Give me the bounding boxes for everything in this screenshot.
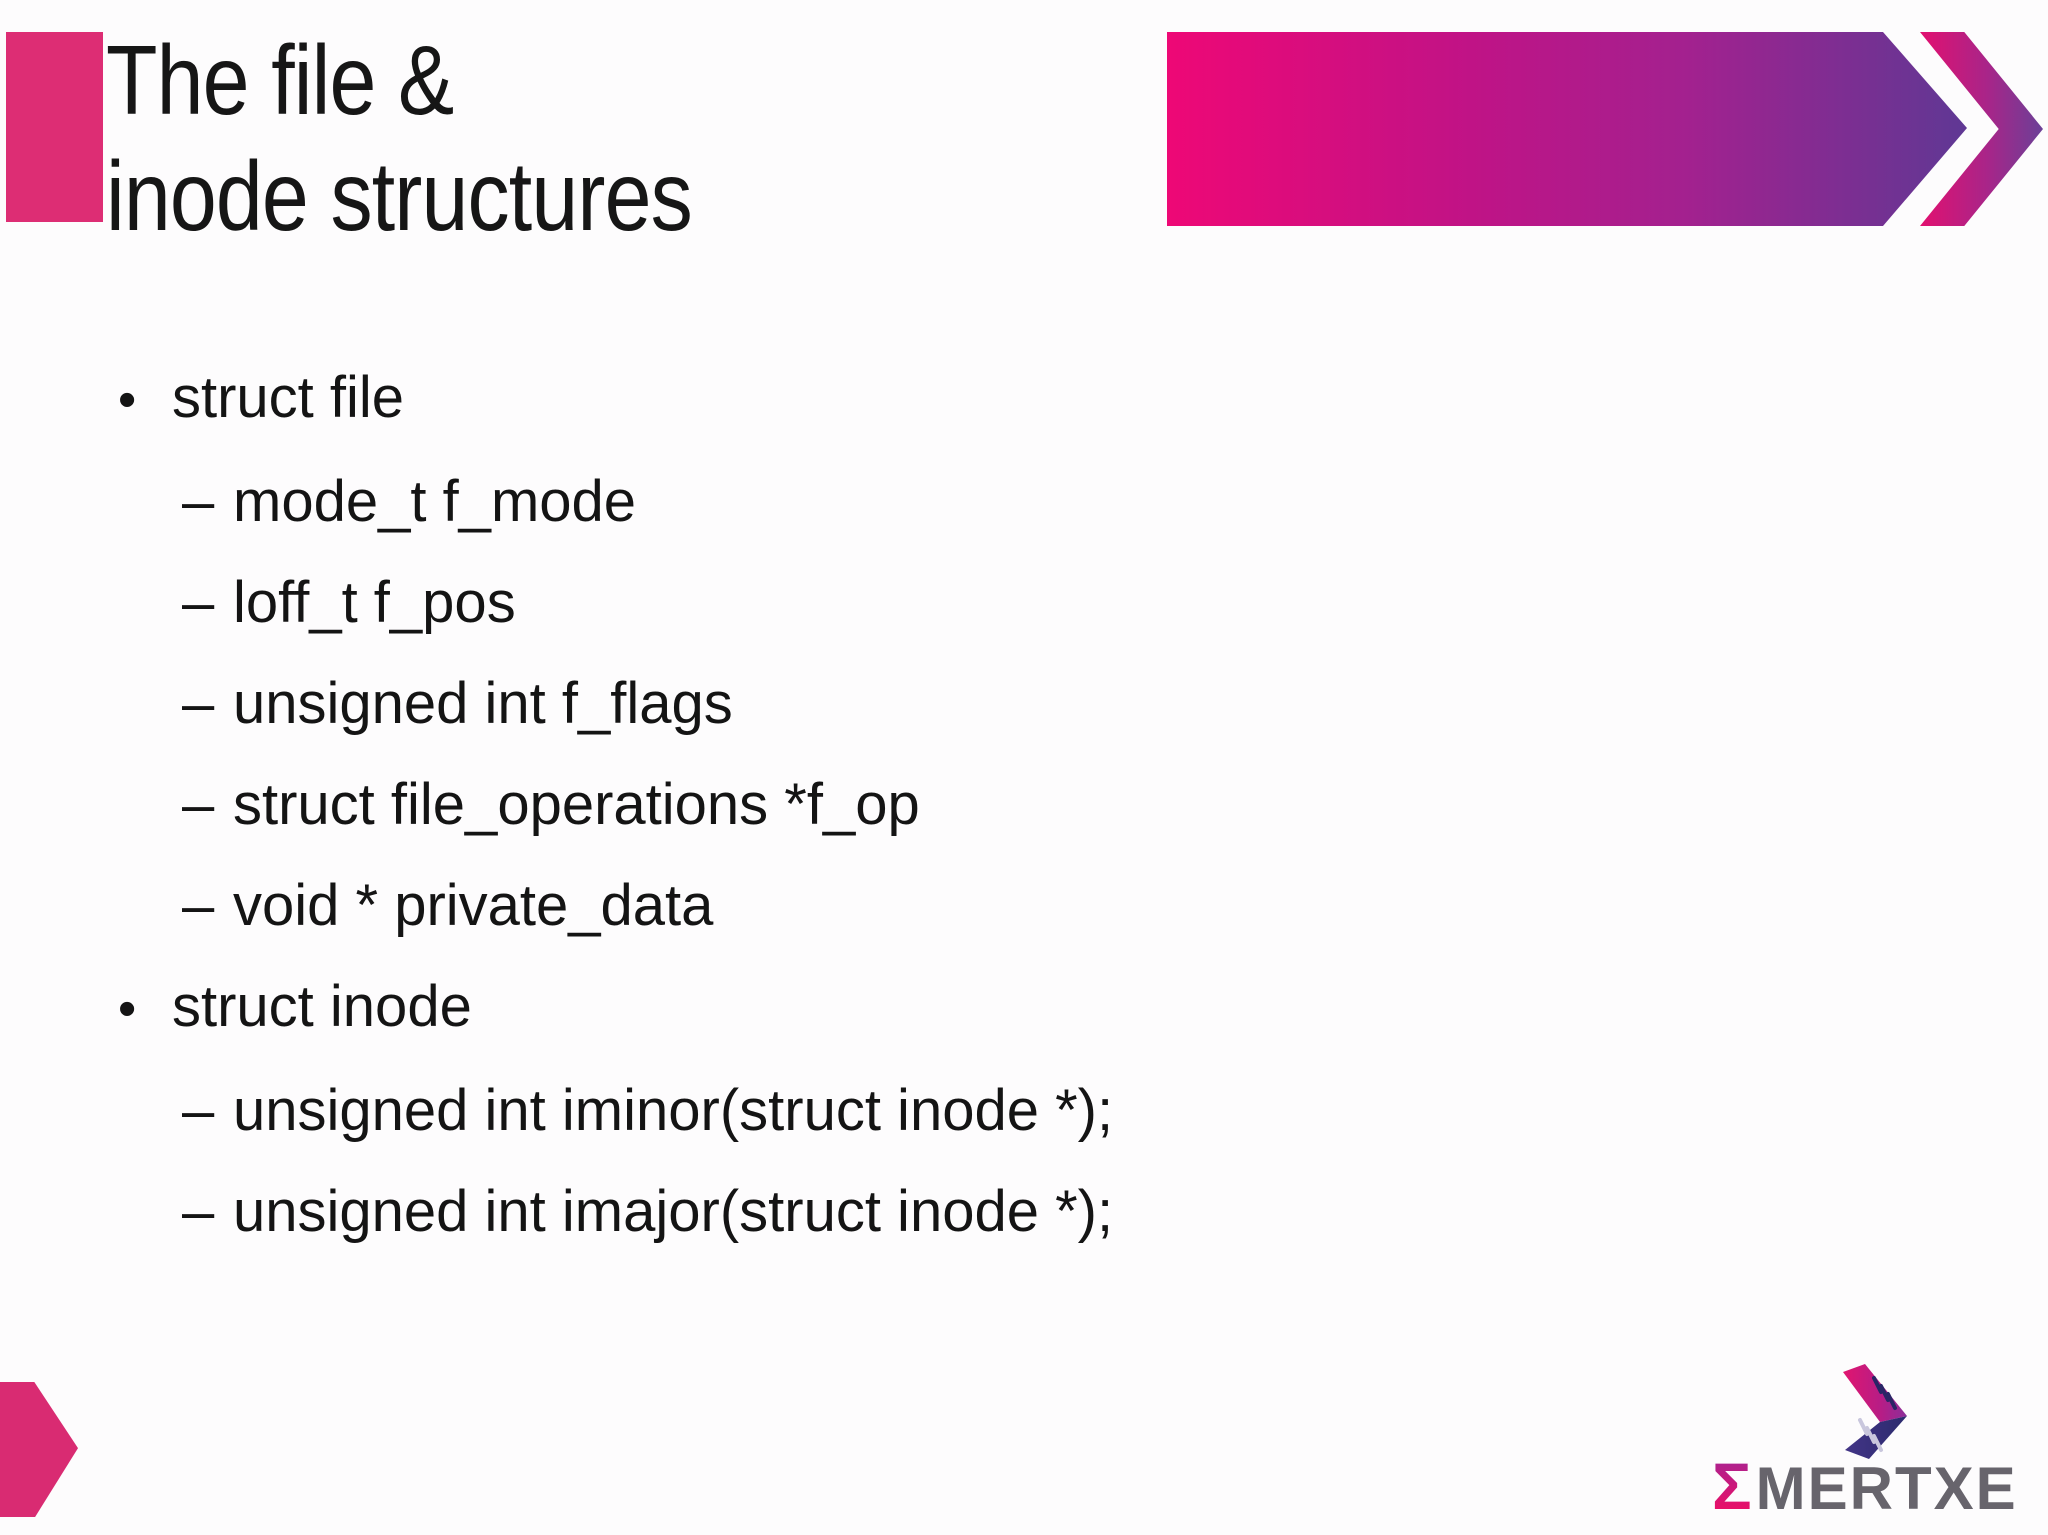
bullet-item: –struct file_operations *f_op xyxy=(0,754,1500,855)
bullet-list: •struct file –mode_t f_mode –loff_t f_po… xyxy=(0,347,1500,1262)
slide-title: The file & inode structures xyxy=(106,22,693,254)
bullet-text: unsigned int f_flags xyxy=(233,671,733,736)
bullet-text: unsigned int iminor(struct inode *); xyxy=(233,1078,1114,1143)
bullet-marker: • xyxy=(118,371,137,429)
dash-marker: – xyxy=(182,671,215,736)
logo-name: MERTXE xyxy=(1755,1455,2018,1522)
logo-sigma-glyph: Σ xyxy=(1712,1449,1752,1523)
slide-title-line2: inode structures xyxy=(106,141,693,251)
bullet-text: unsigned int imajor(struct inode *); xyxy=(233,1179,1114,1244)
bullet-item: –void * private_data xyxy=(0,855,1500,956)
bullet-item: • struct inode xyxy=(0,956,1500,1060)
bullet-text: struct file xyxy=(172,365,405,430)
bullet-item: –mode_t f_mode xyxy=(0,451,1500,552)
header-gradient-arrow xyxy=(1167,32,1967,226)
dash-marker: – xyxy=(182,570,215,635)
dash-marker: – xyxy=(182,469,215,534)
title-accent-square xyxy=(6,32,103,222)
dash-marker: – xyxy=(182,1179,215,1244)
emertxe-logo-icon xyxy=(1843,1364,1907,1459)
emertxe-logo: Σ MERTXE xyxy=(1712,1362,2042,1523)
bullet-item: • struct file xyxy=(0,347,1500,451)
dash-marker: – xyxy=(182,772,215,837)
corner-arrow-decoration xyxy=(0,1382,78,1517)
bullet-marker: • xyxy=(118,980,137,1038)
bullet-text: void * private_data xyxy=(233,873,714,938)
bullet-item: –loff_t f_pos xyxy=(0,552,1500,653)
bullet-text: struct inode xyxy=(172,974,472,1039)
bullet-text: loff_t f_pos xyxy=(233,570,516,635)
dash-marker: – xyxy=(182,873,215,938)
bullet-item: –unsigned int iminor(struct inode *); xyxy=(0,1060,1500,1161)
bullet-text: mode_t f_mode xyxy=(233,469,637,534)
slide-title-line1: The file & xyxy=(106,25,454,135)
bullet-text: struct file_operations *f_op xyxy=(233,772,920,837)
emertxe-logo-text: Σ MERTXE xyxy=(1712,1449,2018,1523)
bullet-item: –unsigned int imajor(struct inode *); xyxy=(0,1161,1500,1262)
bullet-item: –unsigned int f_flags xyxy=(0,653,1500,754)
dash-marker: – xyxy=(182,1078,215,1143)
